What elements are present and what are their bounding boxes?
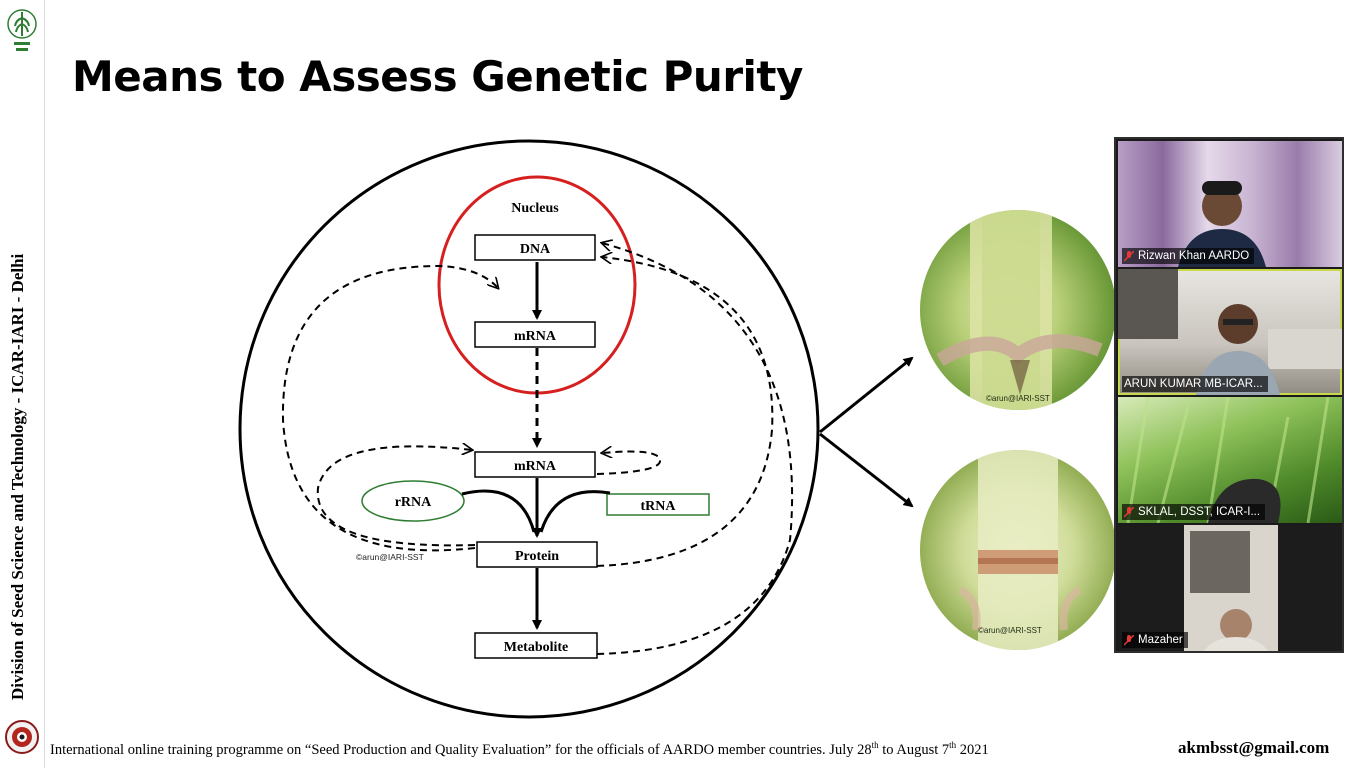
photo-ligule-top: ©arun@IARI-SST	[920, 210, 1116, 410]
icar-logo-icon	[7, 9, 37, 51]
participant-name-tag: Rizwan Khan AARDO	[1122, 248, 1255, 264]
mrna-top-label: mRNA	[514, 329, 557, 344]
mic-muted-icon	[1124, 506, 1134, 518]
participant-video-panel[interactable]: Rizwan Khan AARDO ARUN KUMAR MB-ICAR... …	[1114, 137, 1344, 653]
participant-name: Mazaher	[1138, 634, 1183, 646]
trna-box	[606, 493, 710, 516]
mic-muted-icon	[1124, 634, 1134, 646]
footer-part: 2021	[956, 741, 989, 758]
mrna-bottom-label: mRNA	[514, 459, 557, 474]
participant-tile-active[interactable]: ARUN KUMAR MB-ICAR...	[1118, 269, 1342, 395]
participant-video-icon	[1184, 525, 1278, 651]
rrna-label: rRNA	[395, 495, 432, 510]
metabolite-box	[474, 632, 598, 659]
diagram-watermark: ©arun@IARI-SST	[356, 552, 424, 562]
participant-name: Rizwan Khan AARDO	[1138, 250, 1250, 262]
slide-title: Means to Assess Genetic Purity	[72, 52, 803, 101]
dna-label: DNA	[520, 242, 551, 257]
mrna-top-box	[474, 321, 596, 348]
photo-top-watermark: ©arun@IARI-SST	[986, 394, 1050, 403]
participant-name-tag: ARUN KUMAR MB-ICAR...	[1122, 376, 1268, 392]
participant-name: ARUN KUMAR MB-ICAR...	[1124, 378, 1263, 390]
footer-sup: th	[871, 740, 879, 750]
participant-name-tag: SKLAL, DSST, ICAR-I...	[1122, 504, 1266, 520]
participant-tile[interactable]: Mazaher	[1118, 525, 1342, 651]
photo-bottom-watermark: ©arun@IARI-SST	[978, 626, 1042, 635]
mic-muted-icon	[1124, 250, 1134, 262]
iari-logo-icon	[5, 720, 39, 754]
participant-tile[interactable]: SKLAL, DSST, ICAR-I...	[1118, 397, 1342, 523]
metabolite-label: Metabolite	[504, 640, 569, 655]
rrna-ellipse	[361, 480, 465, 522]
nucleus-label: Nucleus	[511, 201, 559, 216]
photo-ligule-bottom: ©arun@IARI-SST	[920, 450, 1116, 650]
protein-label: Protein	[515, 549, 559, 564]
footer-text: International online training programme …	[50, 740, 989, 759]
participant-name: SKLAL, DSST, ICAR-I...	[1138, 506, 1261, 518]
trna-label: tRNA	[641, 499, 677, 514]
footer-part: International online training programme …	[50, 741, 872, 758]
protein-box	[476, 541, 598, 568]
participant-tile[interactable]: Rizwan Khan AARDO	[1118, 141, 1342, 267]
footer-part: to August 7	[878, 741, 950, 758]
left-sidebar: Division of Seed Science and Technology …	[0, 0, 45, 768]
mrna-bottom-box	[474, 451, 596, 478]
dna-box	[474, 234, 596, 261]
footer-sup: th	[949, 740, 957, 750]
cell-outline	[238, 139, 820, 719]
contact-email: akmbsst@gmail.com	[1178, 738, 1330, 757]
participant-name-tag: Mazaher	[1122, 632, 1188, 648]
